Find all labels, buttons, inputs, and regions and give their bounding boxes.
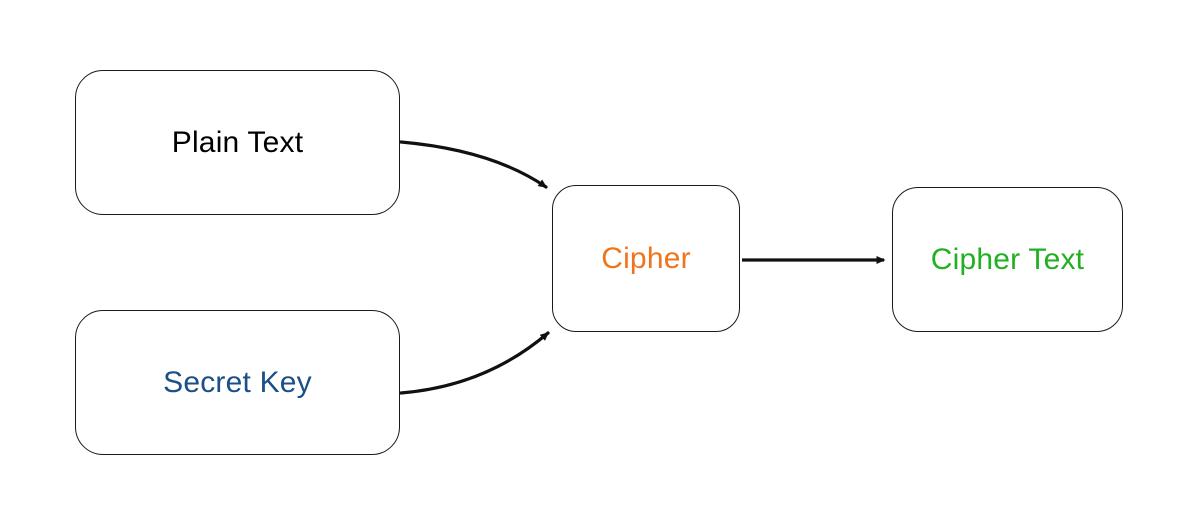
node-secret-key: Secret Key [75, 310, 400, 455]
node-cipher-label: Cipher [601, 241, 691, 275]
edge-plain-text-to-cipher [399, 140, 548, 189]
node-cipher-text-label: Cipher Text [930, 242, 1085, 276]
node-plain-text: Plain Text [75, 70, 400, 215]
node-cipher: Cipher [552, 185, 740, 332]
node-cipher-text: Cipher Text [892, 187, 1123, 332]
edge-secret-key-to-cipher [399, 331, 550, 395]
node-plain-text-label: Plain Text [171, 125, 304, 159]
node-secret-key-label: Secret Key [163, 365, 312, 399]
